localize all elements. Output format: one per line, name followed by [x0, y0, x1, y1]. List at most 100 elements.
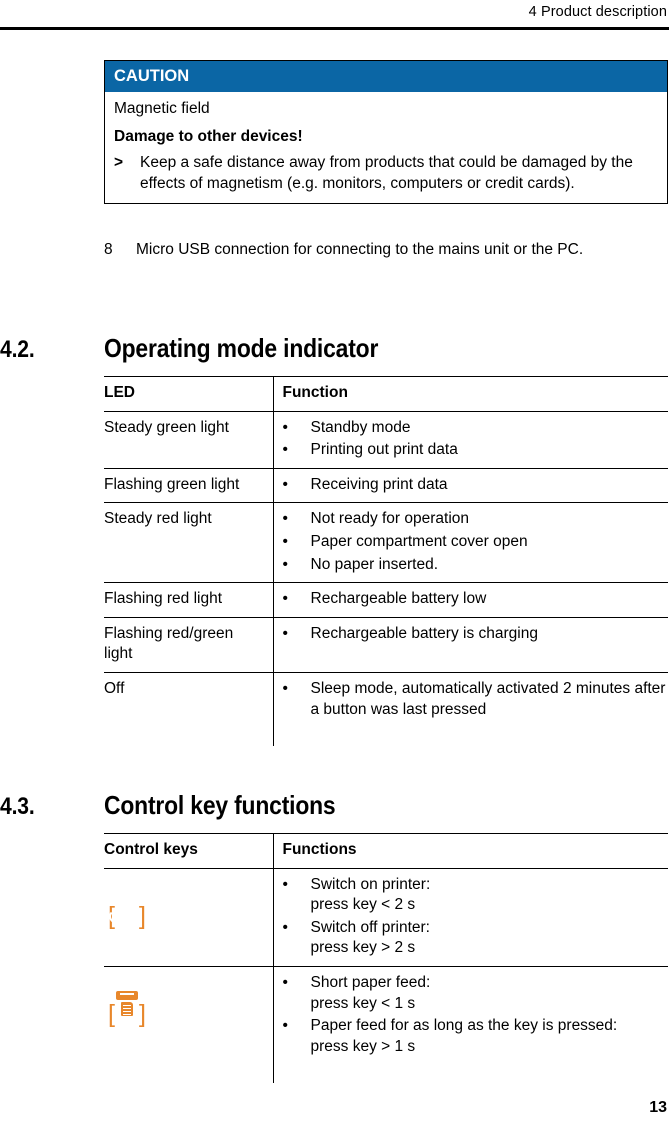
- section-number: 4.3.: [0, 793, 35, 820]
- list-item: • No paper inserted.: [283, 555, 669, 576]
- led-function-cell: • Rechargeable battery is charging: [273, 616, 669, 674]
- led-state-label: Off: [104, 672, 274, 747]
- table-row: Flashing red light • Rechargeable battery…: [104, 582, 669, 618]
- list-item: •Switch off printer: press key > 2 s: [283, 918, 669, 959]
- caution-hazard-text: Magnetic field: [114, 100, 210, 118]
- bracket-open: [: [108, 999, 115, 1028]
- control-key-functions-table: Control keys Functions [ ] • Switch on pr…: [104, 833, 669, 1084]
- bullet-icon: •: [282, 418, 288, 436]
- table-row: Steady green light • Standby mode • Printi…: [104, 410, 669, 469]
- bracket-close: ]: [138, 901, 146, 930]
- power-key-cell: [ ]: [104, 867, 274, 968]
- bullet-icon: •: [282, 590, 288, 608]
- table-header-row: LED Function: [104, 376, 668, 412]
- list-item-text: Not ready for operation: [310, 510, 470, 528]
- list-item-text: Switch off printer: press key > 2 s: [310, 918, 430, 957]
- page-number: 13: [649, 1099, 667, 1116]
- column-header-functions: Functions: [273, 833, 668, 869]
- header-rule: [0, 27, 669, 30]
- caution-box: CAUTION Magnetic field Damage to other d…: [104, 60, 668, 204]
- list-item-text: Standby mode: [310, 418, 411, 436]
- caution-action-text: Keep a safe distance away from products …: [140, 154, 633, 192]
- caution-consequence-text: Damage to other devices!: [114, 127, 658, 147]
- list-item-text: Rechargeable battery low: [310, 590, 487, 608]
- list-item: • Switch on printer: press key < 2 s: [283, 875, 669, 916]
- operating-mode-indicator-table: LED Function Steady green light • Standby…: [104, 376, 669, 747]
- caution-banner: CAUTION: [105, 61, 667, 93]
- caution-body: Magnetic field Damage to other devices! …: [105, 92, 667, 203]
- bullet-list: • Rechargeable battery low: [283, 589, 669, 610]
- led-function-cell: • Receiving print data: [273, 467, 669, 504]
- column-header-control-keys: Control keys: [104, 833, 274, 869]
- bullet-icon: •: [282, 1017, 288, 1035]
- bullet-icon: •: [282, 974, 288, 992]
- caution-consequence-tail: !: [297, 127, 303, 145]
- list-item-text: Paper feed for as long as the key is pre…: [310, 1017, 618, 1055]
- section-title: Control key functions: [104, 790, 336, 820]
- list-item: • Not ready for operation: [283, 509, 669, 530]
- list-item: • Rechargeable battery is charging: [283, 624, 669, 645]
- key-function-cell: • Switch on printer: press key < 2 s •Swi…: [273, 867, 669, 968]
- running-head-text: 4 Product description: [528, 4, 667, 20]
- list-item-text: Receiving print data: [310, 475, 448, 493]
- list-item: • Receiving print data: [283, 475, 669, 496]
- page-footer: 13: [0, 1099, 667, 1117]
- bullet-list: • Not ready for operation • Paper compartm…: [283, 509, 669, 575]
- table-row: Steady red light • Not ready for operatio…: [104, 502, 669, 584]
- bullet-icon: •: [282, 510, 288, 528]
- column-header-led: LED: [104, 376, 274, 412]
- led-function-cell: • Standby mode • Printing out print data: [273, 410, 669, 469]
- caution-consequence-main: Damage to other devices: [114, 127, 298, 145]
- section-heading-4-3: 4.3. Control key functions: [0, 790, 669, 821]
- column-header-function: Function: [273, 376, 668, 412]
- legend-item-number: 8: [104, 241, 113, 258]
- bullet-list: •Sleep mode, automatically activated 2 m…: [283, 679, 669, 720]
- table-row: Flashing green light • Receiving print da…: [104, 467, 669, 504]
- list-item: • Printing out print data: [283, 440, 669, 461]
- paper-feed-key-icon: [ ]: [104, 991, 146, 1028]
- bullet-icon: •: [282, 624, 288, 642]
- list-item-text: Sleep mode, automatically activated 2 mi…: [310, 680, 666, 718]
- bullet-list: • Rechargeable battery is charging: [283, 624, 669, 645]
- led-state-label: Steady green light: [104, 410, 274, 469]
- legend-item-8: 8 Micro USB connection for connecting to…: [104, 240, 668, 261]
- led-state-label: Flashing red/green light: [104, 616, 274, 674]
- list-item-text: Short paper feed: press key < 1 s: [310, 974, 431, 1012]
- bullet-list: • Standby mode • Printing out print data: [283, 418, 669, 461]
- table-header-row: Control keys Functions: [104, 833, 668, 869]
- bullet-icon: •: [282, 475, 288, 493]
- bullet-list: • Receiving print data: [283, 475, 669, 496]
- table-row: [ ] • Switch on printer: press key < 2 s …: [104, 867, 669, 968]
- bullet-icon: •: [282, 875, 288, 893]
- list-item: • Paper feed for as long as the key is pr…: [283, 1016, 669, 1057]
- section-number: 4.2.: [0, 336, 35, 363]
- paper-feed-key-cell: [ ]: [104, 966, 274, 1084]
- bullet-icon: •: [282, 441, 288, 459]
- list-item-text: Switch on printer: press key < 2 s: [310, 875, 431, 914]
- led-function-cell: • Rechargeable battery low: [273, 582, 669, 618]
- list-item: • Rechargeable battery low: [283, 589, 669, 610]
- list-item-text: Rechargeable battery is charging: [310, 624, 538, 642]
- bullet-list: • Short paper feed: press key < 1 s • Pape…: [283, 973, 669, 1057]
- led-state-label: Flashing green light: [104, 467, 274, 504]
- led-state-label: Steady red light: [104, 502, 274, 584]
- table-row: [ ] • Short paper feed: press key < 1 s •…: [104, 966, 669, 1084]
- action-marker-icon: >: [114, 154, 124, 172]
- table-row: Flashing red/green light • Rechargeable b…: [104, 616, 669, 674]
- list-item-text: Paper compartment cover open: [310, 533, 528, 551]
- led-function-cell: •Sleep mode, automatically activated 2 m…: [273, 672, 669, 747]
- page-content: CAUTION Magnetic field Damage to other d…: [0, 33, 669, 1125]
- power-icon: [115, 904, 139, 928]
- led-function-cell: • Not ready for operation • Paper compartm…: [273, 502, 669, 584]
- legend-item-text: Micro USB connection for connecting to t…: [136, 241, 584, 258]
- list-item-text: Printing out print data: [310, 441, 458, 459]
- bullet-icon: •: [282, 555, 288, 573]
- key-function-cell: • Short paper feed: press key < 1 s • Pape…: [273, 966, 669, 1084]
- list-item: • Short paper feed: press key < 1 s: [283, 973, 669, 1014]
- led-state-label: Flashing red light: [104, 582, 274, 618]
- list-item-text: No paper inserted.: [310, 555, 439, 573]
- section-title: Operating mode indicator: [104, 333, 379, 363]
- power-key-icon: [ ]: [104, 901, 146, 930]
- list-item: •Sleep mode, automatically activated 2 m…: [283, 679, 669, 720]
- bullet-list: • Switch on printer: press key < 2 s •Swi…: [283, 875, 669, 959]
